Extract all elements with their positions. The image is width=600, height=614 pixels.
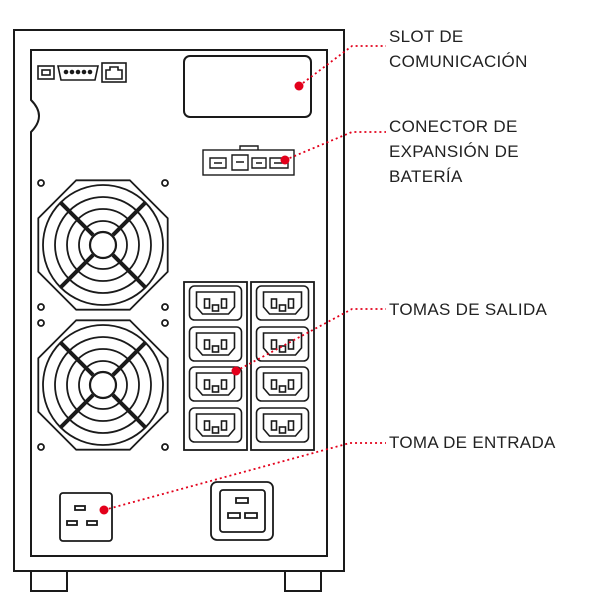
- cooling-fan-icon: [37, 179, 169, 311]
- callout-line-battery-connector: [284, 131, 386, 161]
- iec-c13-outlet-icon: [255, 285, 310, 321]
- usb-port-icon: [37, 65, 55, 80]
- iec-c13-outlet-icon: [255, 326, 310, 362]
- iec-c13-outlet-icon: [188, 326, 243, 362]
- battery-expansion-connector: [202, 145, 295, 176]
- callout-leaders: [103, 45, 386, 511]
- cabinet-foot-right: [284, 570, 322, 592]
- iec-c13-outlet-icon: [255, 366, 310, 402]
- cabinet-inner-panel: [30, 49, 328, 557]
- label-line: TOMAS DE SALIDA: [389, 300, 548, 319]
- label-line: BATERÍA: [389, 167, 463, 186]
- iec-c20-inlet-icon: [59, 492, 113, 542]
- callout-line-comm-slot: [298, 45, 386, 87]
- cabinet-foot-left: [30, 570, 68, 592]
- rj45-port-icon: [101, 62, 127, 83]
- iec-c13-outlet-icon: [188, 407, 243, 443]
- iec-c13-outlet-icon: [255, 407, 310, 443]
- callout-dot-comm-slot: [294, 81, 304, 91]
- label-line: CONECTOR DE: [389, 117, 518, 136]
- rs232-port-icon: [57, 65, 99, 81]
- ups-cabinet: [13, 29, 345, 592]
- label-line: COMUNICACIÓN: [389, 52, 528, 71]
- callout-dot-battery-connector: [280, 155, 290, 165]
- iec-c19-outlet-icon: [210, 481, 274, 541]
- label-battery-expansion-connector: CONECTOR DE EXPANSIÓN DE BATERÍA: [389, 114, 519, 189]
- label-communication-slot: SLOT DE COMUNICACIÓN: [389, 24, 528, 74]
- callout-line-output-sockets: [235, 308, 386, 372]
- label-line: SLOT DE: [389, 27, 464, 46]
- label-input-socket: TOMA DE ENTRADA: [389, 430, 556, 455]
- callout-dot-output-sockets: [231, 366, 241, 376]
- label-line: TOMA DE ENTRADA: [389, 433, 556, 452]
- callout-dots: [99, 81, 304, 515]
- output-socket-group: [183, 281, 315, 451]
- communication-slot: [183, 55, 312, 118]
- cooling-fan-icon: [37, 319, 169, 451]
- iec-c13-outlet-icon: [188, 285, 243, 321]
- label-line: EXPANSIÓN DE: [389, 142, 519, 161]
- outlet-bank-left: [183, 281, 248, 451]
- label-output-sockets: TOMAS DE SALIDA: [389, 297, 547, 322]
- callout-dot-input-socket: [99, 505, 109, 515]
- cabinet-outer: [13, 29, 345, 572]
- outlet-bank-right: [250, 281, 315, 451]
